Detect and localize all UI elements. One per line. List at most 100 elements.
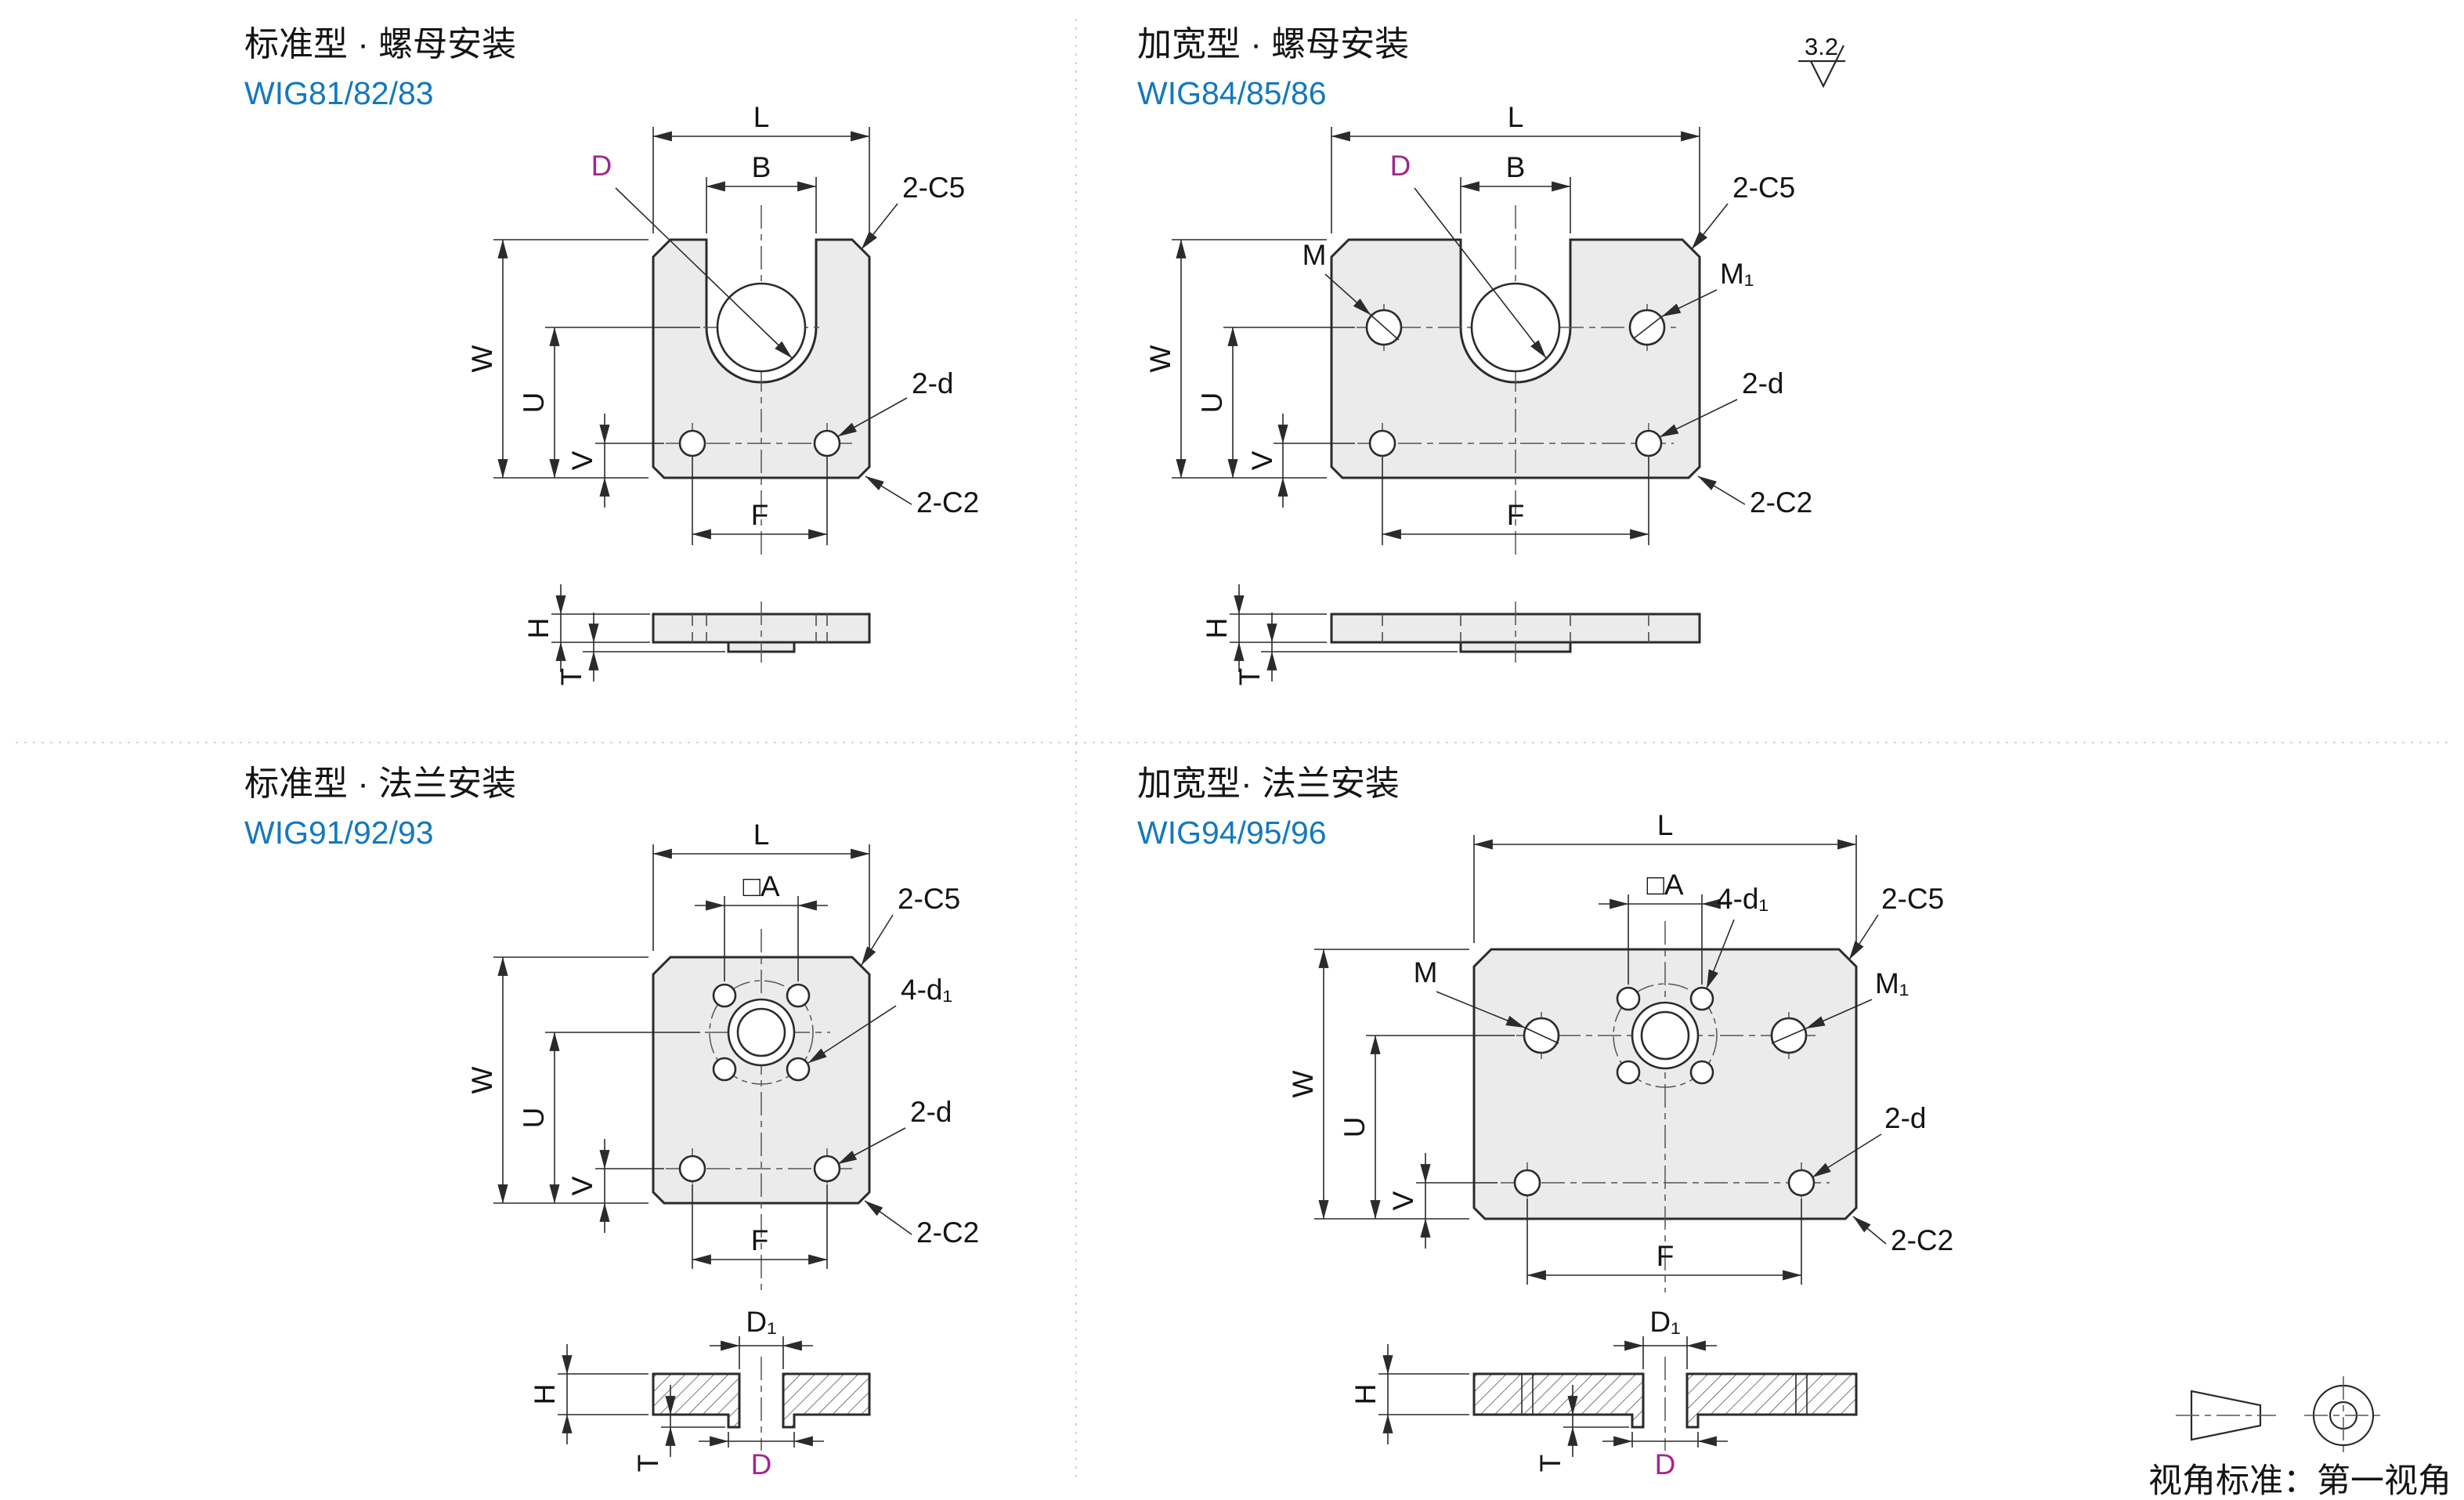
q1-dim-L: L [652, 101, 870, 233]
q4-label-2d: 2-d [1884, 1102, 1926, 1134]
q2-dim-W: W [1144, 239, 1327, 479]
q2-label-V: V [1246, 450, 1278, 470]
q3-mount-hole-left [678, 1155, 706, 1183]
q2-dim-U: U [1196, 327, 1355, 479]
q1-label-2C2: 2-C2 [916, 486, 979, 519]
q3-label-T: T [632, 1455, 664, 1473]
q1-label-F: F [751, 499, 769, 531]
q1-header: 标准型 · 螺母安装 WIG81/82/83 [244, 16, 516, 112]
q1-dim-U: U [518, 327, 700, 479]
q1-dim-F: F [692, 457, 828, 545]
q1-dim-W: W [466, 239, 649, 479]
q2-label-M1: M₁ [1720, 258, 1754, 290]
q3-label-2C5: 2-C5 [898, 883, 960, 915]
divider-lines [16, 19, 2448, 1481]
q1-dim-T: T [555, 613, 725, 685]
q2-label-B: B [1506, 151, 1526, 183]
q2-label-M: M [1302, 239, 1327, 271]
q3-bolt-circle [709, 980, 814, 1085]
q4-flange-hole-nw [1616, 986, 1641, 1011]
q4-dim-U: U [1339, 1035, 1515, 1220]
q3-label-A: □A [742, 870, 779, 902]
cone-side-view-icon [2190, 1390, 2262, 1441]
q3-bore-circle [736, 1007, 786, 1057]
q1-leader-2d: 2-d [837, 367, 953, 437]
q4-leader-M1: M₁ [1771, 967, 1909, 1044]
q3-views [652, 929, 871, 1451]
q2-label-2C2: 2-C2 [1750, 486, 1812, 519]
q3-dim-L: L [652, 819, 870, 951]
q3-dim-D: D [699, 1432, 824, 1480]
q3-dim-V: V [566, 1139, 664, 1233]
q4-label-2C5: 2-C5 [1881, 883, 1944, 915]
q4-label-A: □A [1646, 869, 1683, 901]
q4-bolt-circle [1613, 983, 1718, 1088]
q3-dim-H: H [529, 1344, 649, 1444]
q2-mount-hole-left [1368, 429, 1396, 457]
q4-label-T: T [1534, 1455, 1566, 1473]
q4-dim-H: H [1349, 1344, 1469, 1444]
q4-flange-hole-sw [1616, 1060, 1641, 1085]
q2-dim-V: V [1246, 414, 1355, 508]
q2-bore-circle [1470, 282, 1561, 373]
q4-section-right [1685, 1372, 1858, 1429]
q4-label-M: M [1414, 956, 1438, 989]
q1-dimensions: L B D 2-C5 W U V F 2-d 2-C2 [466, 101, 979, 685]
q1-model: WIG81/82/83 [244, 75, 434, 111]
q3-dim-U: U [518, 1032, 700, 1204]
q4-dim-D1: D₁ [1613, 1306, 1717, 1369]
q4-label-D: D [1655, 1448, 1676, 1480]
q4-leader-4d1: 4-d₁ [1706, 883, 1769, 989]
q1-label-D: D [591, 150, 612, 182]
q4-dim-D: D [1602, 1432, 1728, 1480]
q3-section-right [782, 1372, 871, 1429]
q1-label-L: L [753, 101, 770, 133]
q3-mount-hole-right [813, 1155, 841, 1183]
q3-dim-W: W [466, 956, 649, 1204]
q1-dim-V: V [566, 414, 664, 508]
q1-dim-H: H [522, 584, 650, 672]
q3-flange-hole-ne [786, 983, 811, 1008]
q3-leader-2d: 2-d [837, 1096, 952, 1165]
q2-model: WIG84/85/86 [1137, 75, 1327, 111]
q2-leader-2d: 2-d [1659, 367, 1783, 438]
q3-section-left [652, 1372, 741, 1429]
q4-views [1472, 921, 1858, 1451]
q4-bore-circle [1640, 1010, 1690, 1061]
q3-label-D1: D₁ [746, 1306, 776, 1338]
surface-finish-symbol: 3.2 [1798, 33, 1845, 89]
q4-leader-2C2: 2-C2 [1852, 1216, 1953, 1256]
q4-mount-hole-left [1513, 1169, 1541, 1197]
q4-dim-V: V [1387, 1153, 1498, 1249]
q4-dim-A: □A [1599, 869, 1732, 985]
q3-label-2d: 2-d [910, 1096, 952, 1128]
q2-leader-D: D [1390, 150, 1547, 359]
q1-label-T: T [555, 668, 587, 686]
q4-leader-2d: 2-d [1812, 1102, 1926, 1178]
q1-label-V: V [566, 450, 598, 470]
q3-label-D: D [751, 1448, 772, 1480]
q3-leader-2C5: 2-C5 [861, 883, 960, 966]
q2-label-T: T [1234, 668, 1266, 686]
q2-label-2d: 2-d [1742, 367, 1783, 399]
q2-label-U: U [1196, 392, 1228, 414]
q3-label-L: L [753, 819, 770, 851]
q2-leader-M: M [1302, 239, 1400, 341]
q2-dim-L: L [1331, 101, 1700, 233]
view-standard-note: 视角标准：第一视角 [2148, 1462, 2451, 1500]
q4-flange-hole-se [1689, 1060, 1714, 1085]
q1-title: 标准型 · 螺母安装 [244, 25, 517, 63]
q1-label-U: U [518, 392, 550, 414]
q4-dim-L: L [1473, 809, 1857, 943]
surface-finish-value: 3.2 [1805, 33, 1838, 60]
q2-dim-B: B [1460, 151, 1571, 233]
q3-label-U: U [518, 1108, 550, 1129]
q3-label-H: H [529, 1384, 561, 1405]
q3-model: WIG91/92/93 [244, 815, 434, 851]
q4-leader-M: M [1414, 956, 1559, 1044]
q2-leader-2C5: 2-C5 [1691, 172, 1795, 250]
q1-plate [652, 238, 871, 479]
q3-dim-F: F [692, 1184, 828, 1269]
q4-label-V: V [1387, 1191, 1419, 1210]
